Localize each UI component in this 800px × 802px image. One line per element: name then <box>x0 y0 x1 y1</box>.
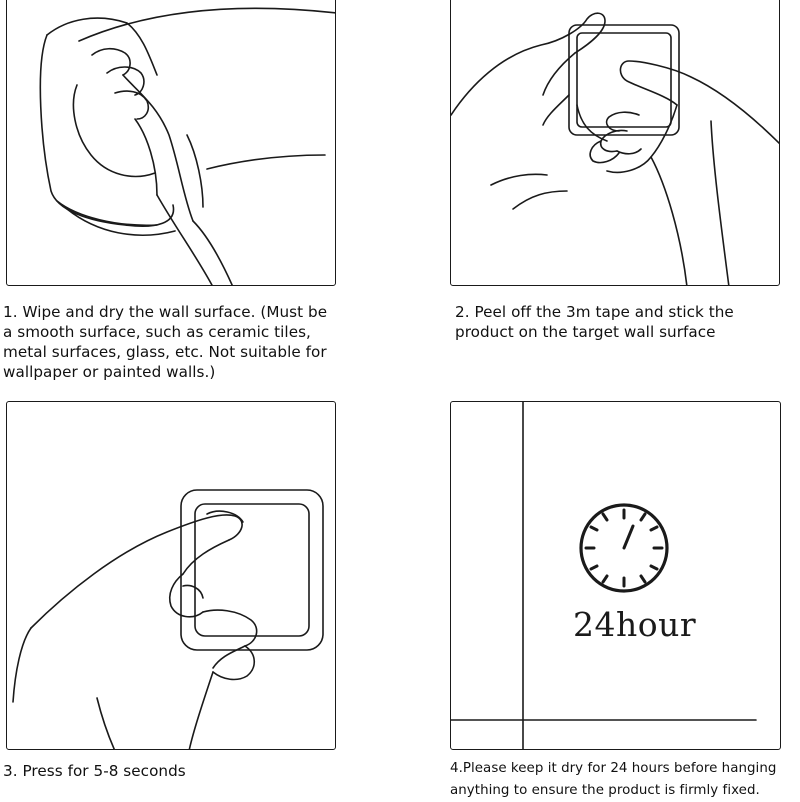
step-1-caption: 1. Wipe and dry the wall surface. (Must … <box>3 302 343 382</box>
clock-icon <box>451 402 757 749</box>
step-4-illustration: 24hour <box>450 401 781 750</box>
step-1-caption-line: 1. Wipe and dry the wall surface. (Must … <box>3 303 328 321</box>
step-1-caption-line: a smooth surface, such as ceramic tiles, <box>3 323 311 341</box>
step-4-caption: 4.Please keep it dry for 24 hours before… <box>450 758 800 802</box>
wipe-hand-icon <box>39 7 335 285</box>
step-3-caption-line: 3. Press for 5-8 seconds <box>3 762 186 780</box>
step-3-caption: 3. Press for 5-8 seconds <box>3 761 343 781</box>
step-1-caption-line: wallpaper or painted walls.) <box>3 363 216 381</box>
step-2-illustration <box>450 0 780 286</box>
step-3-illustration <box>6 401 336 750</box>
step-1-illustration <box>6 0 336 286</box>
press-finger-icon <box>12 489 324 749</box>
peel-tape-hand-icon <box>451 12 779 285</box>
step-2-caption: 2. Peel off the 3m tape and stick the pr… <box>455 302 795 342</box>
step-2-caption-line: 2. Peel off the 3m tape and stick the <box>455 303 734 321</box>
step-4-caption-line: 4.Please keep it dry for 24 hours before… <box>450 761 777 776</box>
step-1-caption-line: metal surfaces, glass, etc. Not suitable… <box>3 343 327 361</box>
duration-label: 24hour <box>573 605 697 644</box>
step-2-caption-line: product on the target wall surface <box>455 323 716 341</box>
step-4-caption-line: anything to ensure the product is firmly… <box>450 783 760 798</box>
